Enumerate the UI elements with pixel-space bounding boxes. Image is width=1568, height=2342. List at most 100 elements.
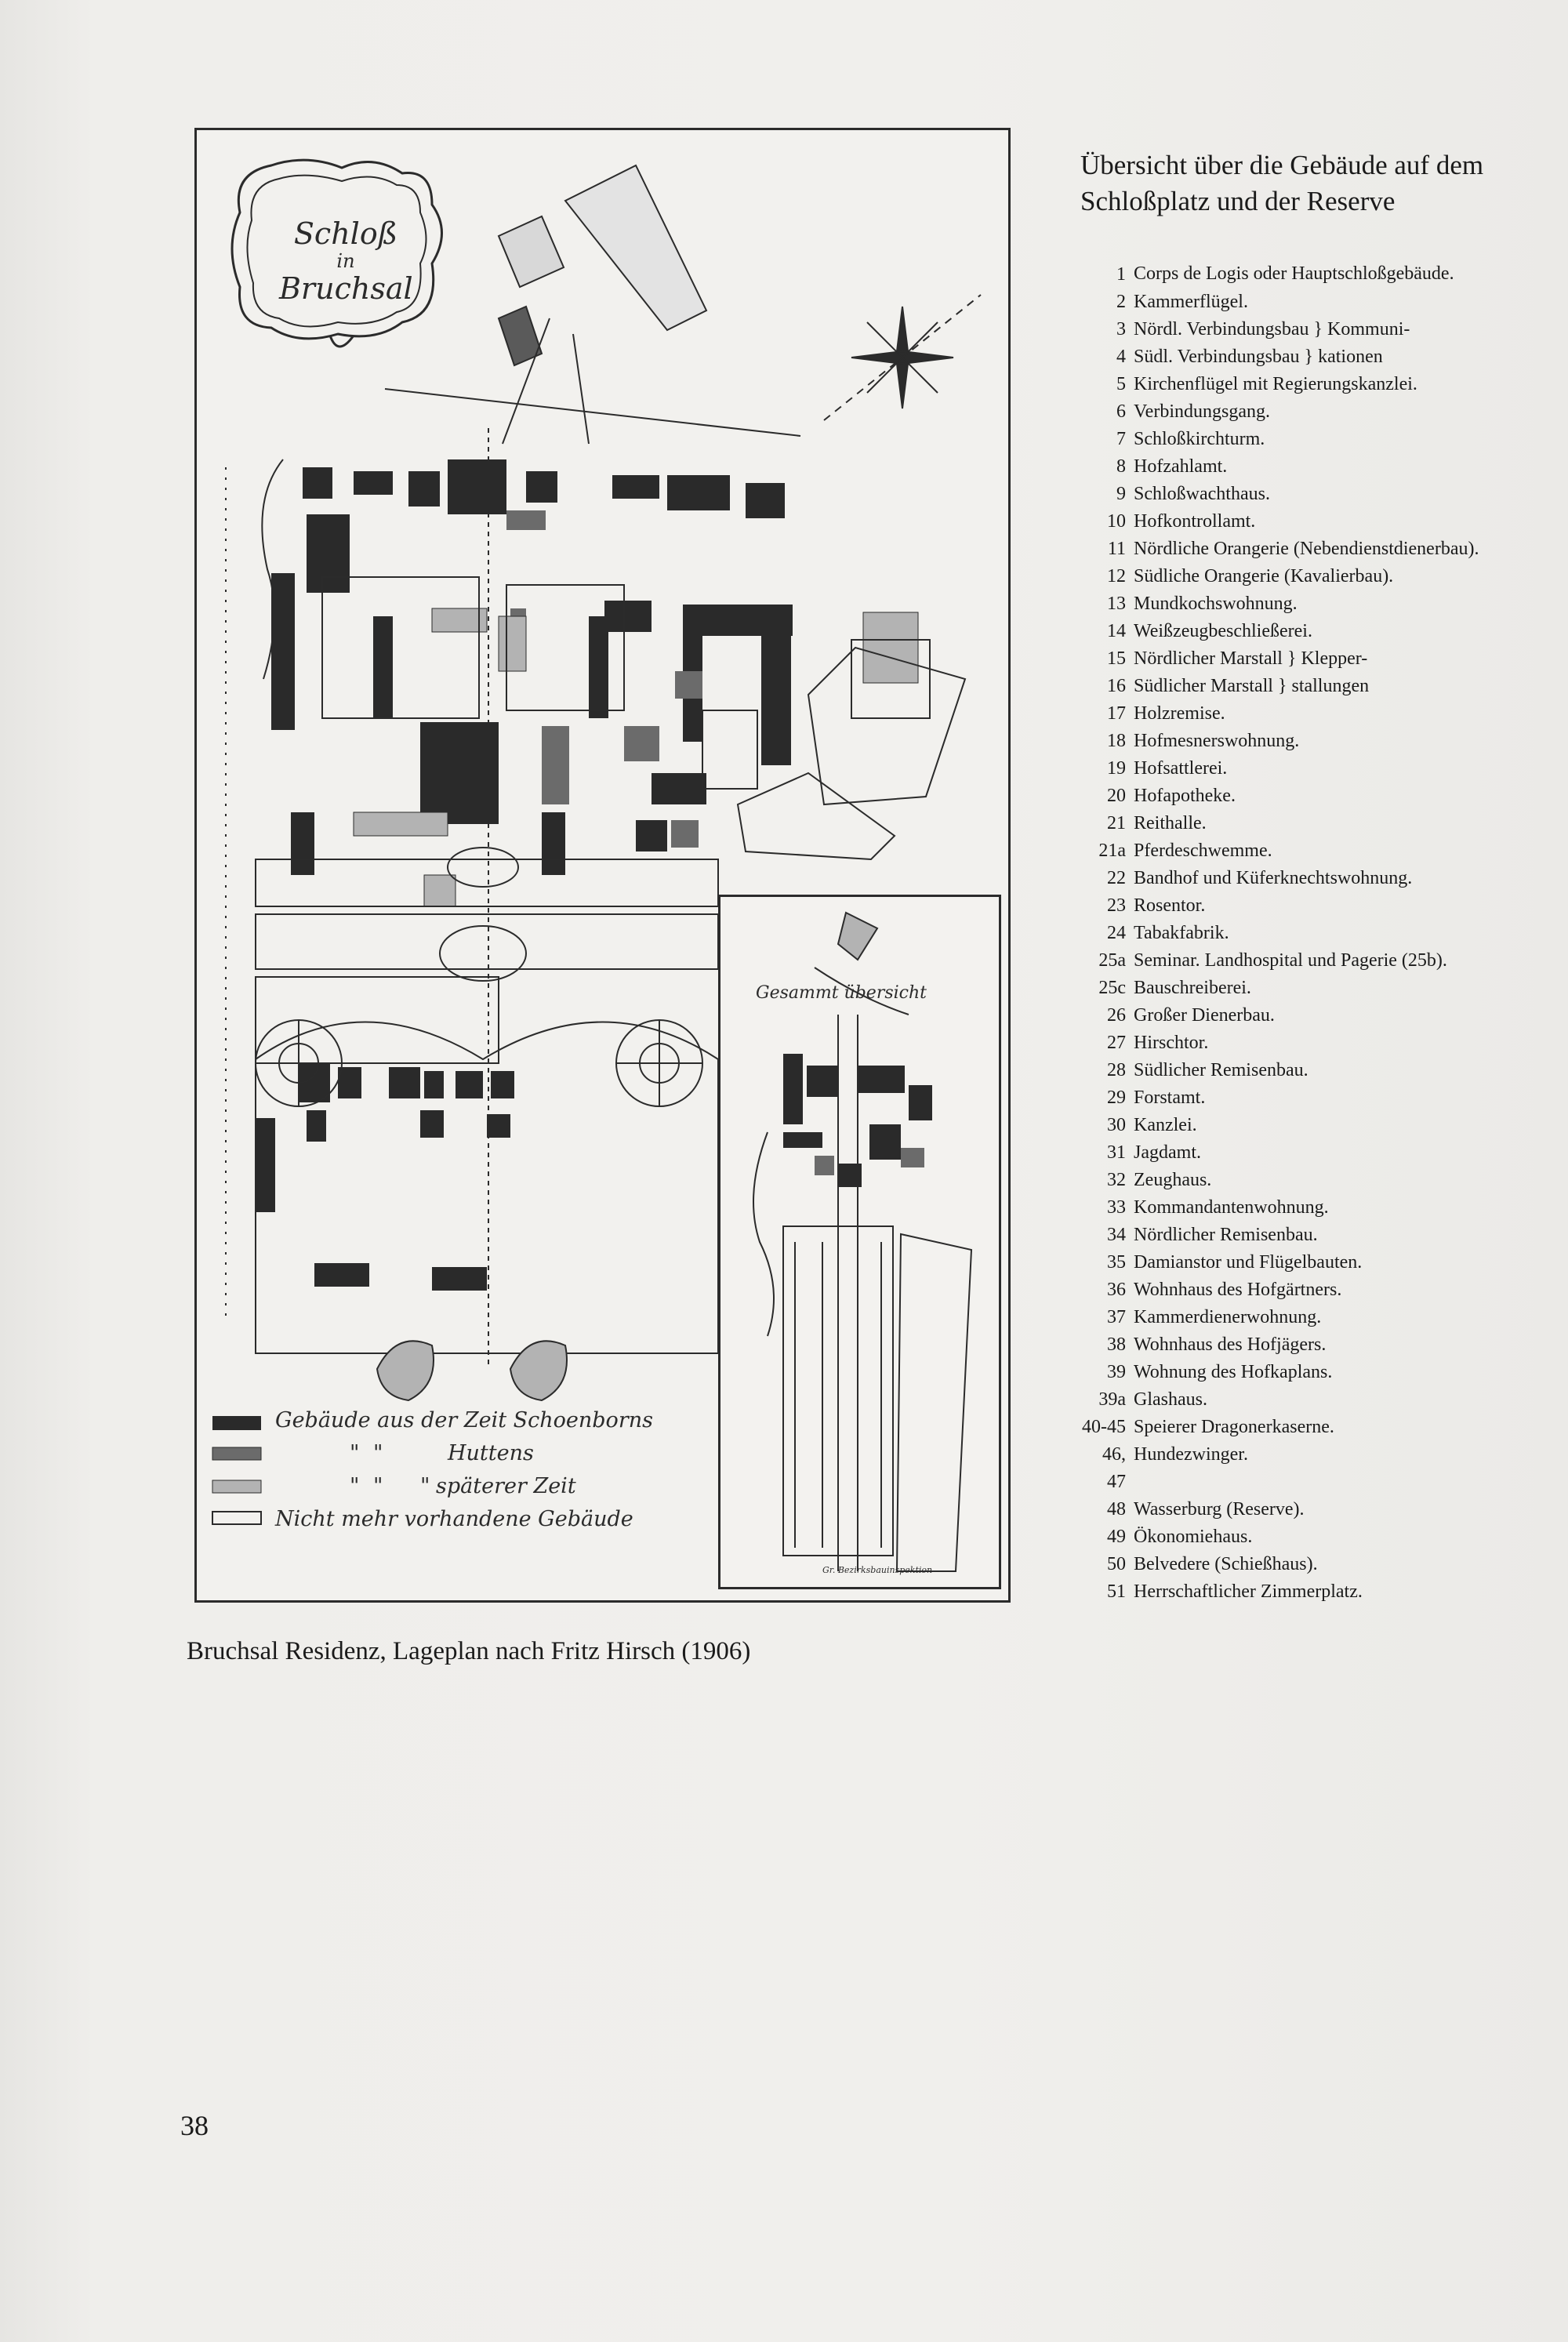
legend-item-text: Herrschaftlicher Zimmerplatz. — [1134, 1581, 1363, 1602]
legend-item-text: Südlicher Remisenbau. — [1134, 1060, 1308, 1080]
legend-item-number: 2 — [1116, 292, 1126, 312]
inset-overview-map: Gesammt übersicht Gr. Bezirksbauinspekti… — [718, 895, 1001, 1589]
legend-item-number: 15 — [1107, 648, 1126, 669]
upper-buildings — [497, 164, 708, 367]
figure-caption: Bruchsal Residenz, Lageplan nach Fritz H… — [187, 1637, 751, 1665]
legend-item-text: Nördliche Orangerie (Nebendienstdienerba… — [1134, 539, 1479, 559]
legend-item-text: Großer Dienerbau. — [1134, 1005, 1275, 1026]
legend-item-number: 26 — [1107, 1005, 1126, 1026]
map-key-item-schoenborn: Gebäude aus der Zeit Schoenborns — [275, 1408, 653, 1432]
legend-item-text: Glashaus. — [1134, 1389, 1207, 1410]
cartouche-line-in: in — [336, 250, 355, 272]
map-key-item-hutten: Huttens — [448, 1441, 534, 1465]
legend-item: 46, 47 Hundezwinger. — [1080, 1441, 1519, 1496]
legend-item-number: 14 — [1107, 621, 1126, 641]
legend-item-text: Kirchenflügel mit Regierungskanzlei. — [1134, 374, 1417, 394]
legend-item-text: Hofkontrollamt. — [1134, 511, 1256, 532]
legend-item-text: Belvedere (Schießhaus). — [1134, 1554, 1318, 1574]
legend-item-number: 25a — [1098, 950, 1126, 971]
legend-item-text: Reithalle. — [1134, 813, 1207, 833]
legend-item-text: Südlicher Marstall } stallungen — [1134, 676, 1370, 696]
legend-item-text: Hofsattlerei. — [1134, 758, 1228, 779]
legend-item: 15 Nördlicher Marstall } Klepper- — [1080, 645, 1519, 673]
legend-item-number: 49 — [1107, 1527, 1126, 1547]
legend-item-number: 10 — [1107, 511, 1126, 532]
legend-item: 6 Verbindungsgang. — [1080, 398, 1519, 426]
legend-item-number: 16 — [1107, 676, 1126, 696]
legend-item: 10 Hofkontrollamt. — [1080, 508, 1519, 536]
map-key-ditto-4: " — [373, 1474, 383, 1498]
site-plan-drawing — [212, 158, 982, 1525]
cartouche — [230, 158, 443, 348]
legend-item-number: 48 — [1107, 1499, 1126, 1520]
legend-item-number: 38 — [1107, 1334, 1126, 1355]
map-key-ditto-5: " — [420, 1474, 430, 1498]
legend-item-text: Nördlicher Remisenbau. — [1134, 1225, 1318, 1245]
legend-item-number: 12 — [1107, 566, 1126, 586]
legend-item-number: 40-45 — [1082, 1417, 1126, 1437]
legend-item-number: 30 — [1107, 1115, 1126, 1135]
legend-item-number: 32 — [1107, 1170, 1126, 1190]
legend-item-number: 46, 47 — [1102, 1444, 1126, 1492]
legend-item-text: Verbindungsgang. — [1134, 401, 1270, 422]
main-axis — [225, 318, 801, 1369]
legend-item: 23 Rosentor. — [1080, 892, 1519, 920]
legend-item-text: Wasserburg (Reserve). — [1134, 1499, 1305, 1520]
legend-item-number: 9 — [1116, 484, 1126, 504]
legend-item-number: 29 — [1107, 1087, 1126, 1108]
inset-title: Gesammt übersicht — [756, 983, 927, 1003]
legend-item-text: Rosentor. — [1134, 895, 1206, 916]
cartouche-title: Schloß in Bruchsal — [279, 216, 413, 306]
map-key-ditto-1: " — [350, 1441, 360, 1465]
legend-item-text: Nördlicher Marstall } Klepper- — [1134, 648, 1368, 669]
legend-item-text: Damianstor und Flügelbauten. — [1134, 1252, 1363, 1273]
legend-item-number: 24 — [1107, 923, 1126, 943]
legend-item-number: 25c — [1098, 978, 1126, 998]
legend-item-number: 3 — [1116, 319, 1126, 339]
legend-item-text: Holzremise. — [1134, 703, 1225, 724]
legend-item: 39a Glashaus. — [1080, 1386, 1519, 1414]
legend-item-number: 39a — [1098, 1389, 1126, 1410]
legend-item-number: 6 — [1116, 401, 1126, 422]
legend-item-text: Kommandantenwohnung. — [1134, 1197, 1329, 1218]
legend-item-number: 21 — [1107, 813, 1126, 833]
legend-item-text: Schloßwachthaus. — [1134, 484, 1270, 504]
legend-title: Übersicht über die Gebäude auf dem Schlo… — [1080, 150, 1484, 216]
legend-item-text: Kammerflügel. — [1134, 292, 1248, 312]
legend-item-text: Bandhof und Küferknechtswohnung. — [1134, 868, 1413, 888]
cartouche-line-bruchsal: Bruchsal — [279, 271, 413, 306]
legend-item: 2 Kammerflügel. — [1080, 289, 1519, 316]
legend-item-text: Zeughaus. — [1134, 1170, 1212, 1190]
legend-item-text: Kammerdienerwohnung. — [1134, 1307, 1322, 1327]
legend-item-number: 4 — [1116, 347, 1126, 367]
legend-item-text: Hundezwinger. — [1134, 1444, 1248, 1465]
legend-item: 48 Wasserburg (Reserve). — [1080, 1496, 1519, 1523]
legend-item: 16 Südlicher Marstall } stallungen — [1080, 673, 1519, 700]
legend-item-number: 23 — [1107, 895, 1126, 916]
buildings-schoenborn — [256, 459, 793, 1291]
legend-item-number: 31 — [1107, 1142, 1126, 1163]
legend-item-number: 27 — [1107, 1033, 1126, 1053]
